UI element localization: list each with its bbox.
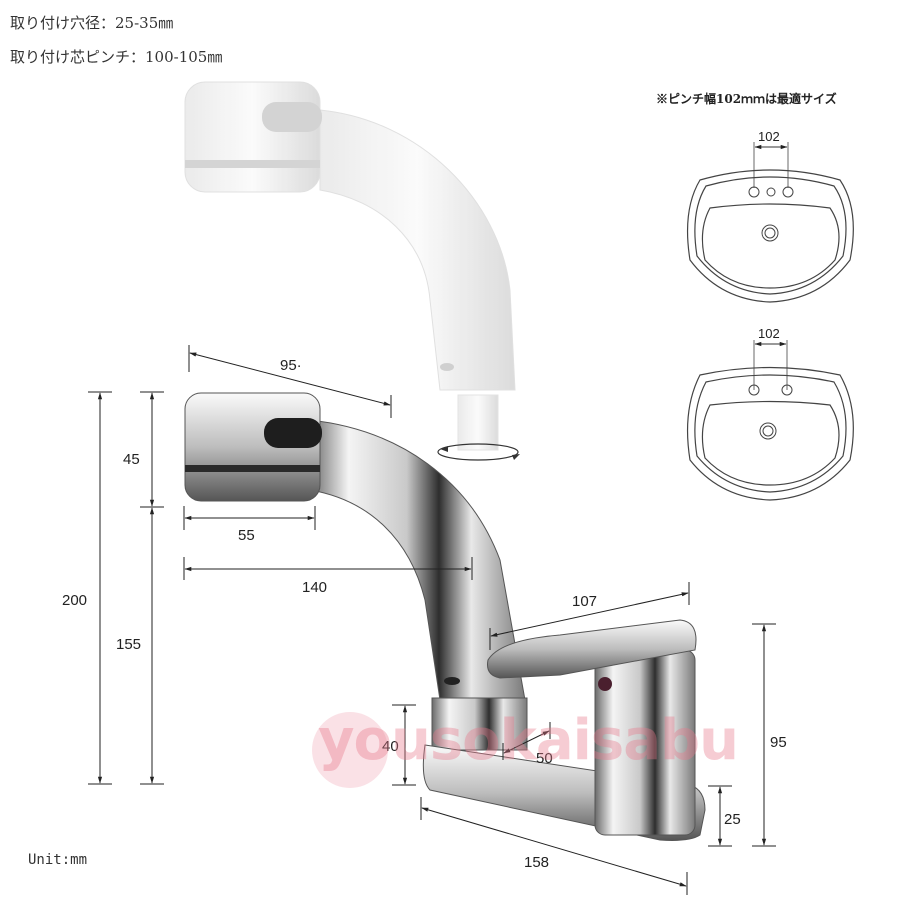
unit-label: Unit:mm xyxy=(28,852,88,868)
spec-hole-diameter: 取り付け穴径：25-35㎜ xyxy=(10,14,174,32)
dim-head-height: 45 xyxy=(123,451,140,468)
watermark-logo-icon xyxy=(312,712,388,788)
dim-head-length: 95· xyxy=(280,357,302,374)
dim-handle-length: 107 xyxy=(572,593,597,610)
dim-base-height: 25 xyxy=(724,811,741,828)
rotation-arrow-icon xyxy=(437,443,520,461)
dim-spout-height: 155 xyxy=(116,636,141,653)
dim-body-height: 95 xyxy=(770,734,787,751)
sink-diagram-two-hole: 102 xyxy=(686,326,854,501)
dim-spout-reach: 140 xyxy=(302,579,327,596)
faucet-image xyxy=(184,392,706,841)
watermark-text: yousokaisabu xyxy=(318,708,739,773)
dim-base-column: 40 xyxy=(382,738,399,755)
dim-base-length: 158 xyxy=(524,854,549,871)
dim-head-bottom-width: 55 xyxy=(238,527,255,544)
sink-pitch-label: 102 xyxy=(758,326,780,341)
sink-diagram-three-hole: 102 xyxy=(686,129,854,303)
dim-column-spacing: 50 xyxy=(536,750,553,767)
ghost-faucet-image xyxy=(184,81,516,451)
sink-pitch-label: 102 xyxy=(758,129,780,144)
sink-pitch-note: ※ピンチ幅102ｍｍは最適サイズ xyxy=(656,92,837,106)
spec-center-pitch: 取り付け芯ピンチ：100-105㎜ xyxy=(10,48,223,66)
dim-total-height: 200 xyxy=(62,592,87,609)
